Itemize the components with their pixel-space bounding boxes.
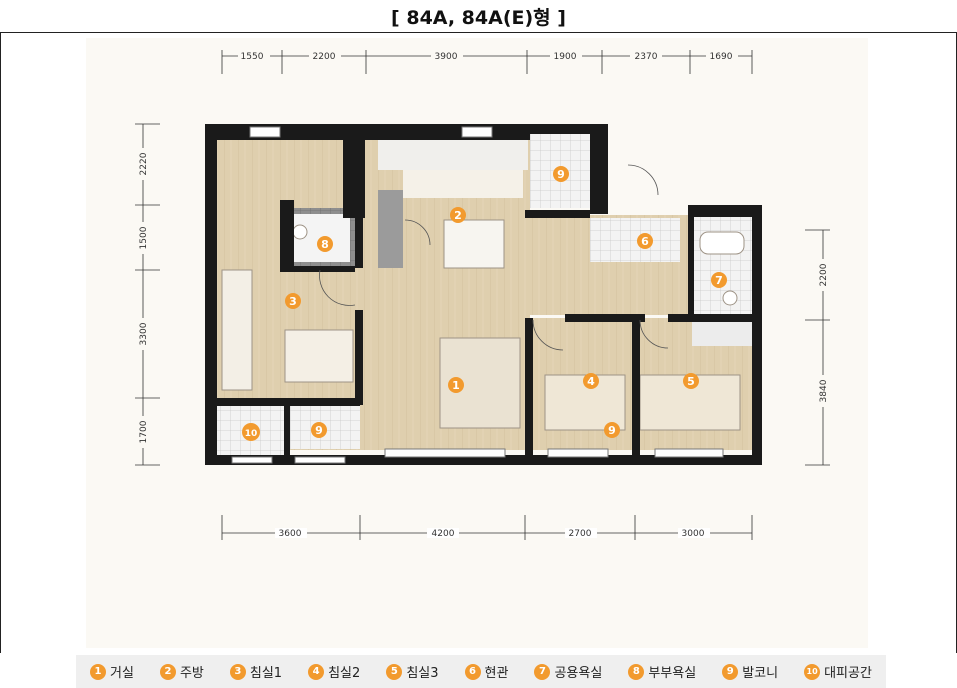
room-marker-evacuation: 10	[242, 423, 260, 441]
dim-bottom-4: 3000	[682, 529, 705, 539]
dim-top-1: 1550	[241, 52, 264, 62]
legend-item-master-bath: 8 부부욕실	[628, 662, 696, 681]
floor-plan: 1550 2200 3900 1900 2370 1690 3600 4200 …	[135, 50, 830, 540]
dim-top-5: 2370	[635, 52, 658, 62]
room-marker-bedroom1: 3	[285, 293, 301, 309]
room-marker-entrance: 6	[637, 233, 653, 249]
svg-text:5: 5	[687, 375, 695, 388]
room-legend: 1 거실 2 주방 3 침실1 4 침실2 5 침실3 6 현관 7 공용욕실 …	[76, 655, 886, 688]
legend-number-badge: 6	[464, 663, 481, 680]
room-marker-common-bath: 7	[711, 272, 727, 288]
room-marker-balcony-bedroom2: 9	[604, 422, 620, 438]
dim-left-4: 1700	[139, 420, 149, 443]
svg-text:2: 2	[454, 209, 462, 222]
svg-text:8: 8	[321, 238, 329, 251]
legend-item-balcony: 9 발코니	[722, 662, 778, 681]
dim-top-6: 1690	[710, 52, 733, 62]
svg-text:9: 9	[608, 424, 616, 437]
legend-label: 침실3	[406, 666, 439, 681]
room-marker-master-bath: 8	[317, 236, 333, 252]
legend-item-kitchen: 2 주방	[159, 662, 204, 681]
dim-left-1: 2220	[139, 152, 149, 175]
legend-label: 공용욕실	[554, 666, 603, 681]
legend-item-bedroom1: 3 침실1	[229, 662, 283, 681]
legend-number-badge: 4	[308, 663, 325, 680]
legend-number-badge: 9	[722, 663, 739, 680]
legend-label: 침실2	[328, 666, 361, 681]
legend-number-badge: 1	[90, 663, 106, 680]
room-marker-living: 1	[448, 377, 464, 393]
legend-item-bedroom3: 5 침실3	[386, 662, 439, 681]
door-swings	[319, 164, 669, 351]
dim-bottom-3: 2700	[569, 529, 592, 539]
legend-number-badge: 7	[534, 663, 551, 680]
plan-title: [ 84A, 84A(E)형 ]	[0, 0, 957, 33]
dim-bottom-2: 4200	[432, 529, 455, 539]
legend-item-bedroom2: 4 침실2	[308, 662, 360, 681]
dim-left-3: 3300	[139, 322, 149, 345]
svg-text:10: 10	[245, 429, 258, 439]
legend-label: 거실	[110, 666, 134, 681]
legend-item-entrance: 6 현관	[464, 662, 509, 681]
legend-number-badge: 8	[628, 663, 645, 680]
dimension-labels: 1550 2200 3900 1900 2370 1690 3600 4200 …	[138, 51, 829, 539]
room-marker-bedroom2: 4	[583, 373, 599, 389]
dim-top-3: 3900	[435, 52, 458, 62]
room-markers: 1 2 3 4 5 6 7 8	[242, 166, 727, 441]
legend-label: 발코니	[742, 666, 779, 681]
legend-label: 주방	[179, 666, 204, 681]
dim-bottom-1: 3600	[279, 529, 302, 539]
legend-number-badge: 3	[229, 663, 246, 680]
room-marker-balcony-top: 9	[553, 166, 569, 182]
room-marker-balcony-left: 9	[311, 422, 327, 438]
svg-text:9: 9	[557, 168, 565, 181]
dim-right-2: 3840	[819, 379, 829, 402]
svg-text:9: 9	[315, 424, 323, 437]
windows	[231, 126, 724, 464]
svg-text:6: 6	[641, 235, 649, 248]
legend-item-living: 1 거실	[90, 662, 134, 681]
room-marker-kitchen: 2	[450, 207, 466, 223]
legend-item-common-bath: 7 공용욕실	[534, 662, 602, 681]
dim-right-1: 2200	[819, 263, 829, 286]
dim-top-2: 2200	[313, 52, 336, 62]
dim-top-4: 1900	[554, 52, 577, 62]
legend-number-badge: 10	[804, 663, 821, 680]
legend-number-badge: 5	[386, 663, 403, 680]
legend-label: 침실1	[249, 666, 283, 681]
svg-text:4: 4	[587, 375, 595, 388]
frame-border-left	[0, 33, 1, 653]
legend-label: 대피공간	[824, 666, 872, 681]
legend-item-evacuation: 10 대피공간	[804, 662, 872, 681]
furniture	[221, 219, 745, 431]
legend-label: 현관	[484, 666, 509, 681]
svg-text:1: 1	[452, 379, 460, 392]
svg-text:7: 7	[715, 274, 723, 287]
legend-label: 부부욕실	[648, 666, 697, 681]
room-marker-bedroom3: 5	[683, 373, 699, 389]
dim-left-2: 1500	[139, 226, 149, 249]
svg-text:3: 3	[289, 295, 297, 308]
legend-number-badge: 2	[159, 663, 176, 680]
